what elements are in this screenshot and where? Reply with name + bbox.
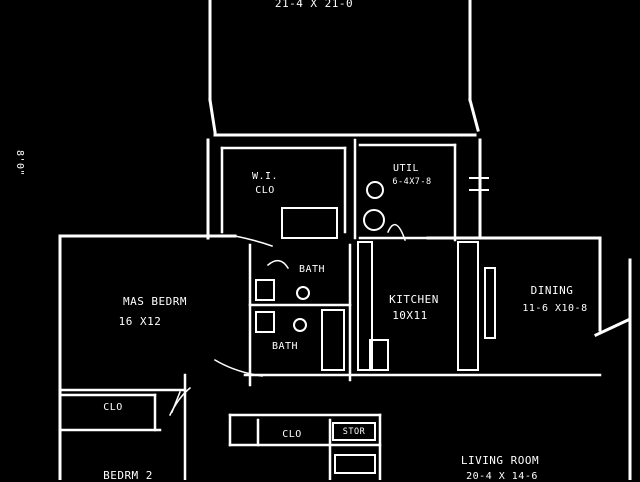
dining-builtins (469, 177, 496, 339)
closet-left-label: CLO (103, 402, 123, 413)
bath-fixtures (255, 181, 385, 371)
kitchen-counters (357, 241, 479, 371)
master-bedroom-label: MAS BEDRM (122, 295, 188, 308)
util-size: 6-4X7-8 (392, 177, 432, 187)
dining-size: 11-6 X10-8 (522, 303, 588, 314)
bath-lower-label: BATH (271, 341, 299, 352)
interior-walls (58, 138, 602, 480)
wic-sub-label: CLO (255, 185, 275, 196)
bath-upper-label: BATH (298, 264, 326, 275)
bedroom-2-label: BEDRM 2 (103, 469, 153, 482)
garage-size-label: 21-4 X 21-0 (274, 0, 354, 10)
util-label: UTIL (392, 163, 420, 174)
storage-label: STOR (342, 427, 366, 437)
dining-label: DINING (530, 284, 574, 297)
kitchen-size: 10X11 (392, 309, 428, 322)
living-room-size: 20-4 X 14-6 (466, 471, 538, 482)
wic-label: W.I. (251, 171, 279, 182)
side-dimension-label: 8'0" (14, 149, 26, 177)
garage-walls (208, 0, 480, 137)
master-bedroom-size: 16 X12 (118, 315, 162, 328)
storage-units (332, 422, 376, 474)
door-swings (169, 223, 406, 416)
living-room-label: LIVING ROOM (460, 454, 540, 467)
exterior-walls (58, 138, 632, 480)
kitchen-label: KITCHEN (389, 293, 439, 306)
closet-mid-label: CLO (282, 429, 302, 440)
